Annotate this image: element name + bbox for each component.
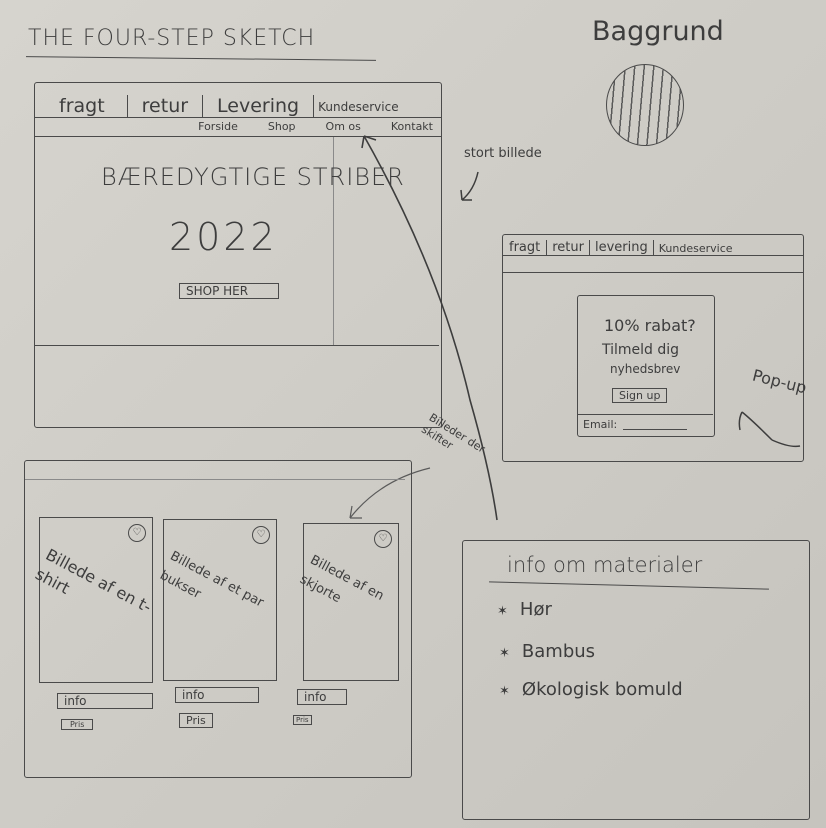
product-card-3[interactable]: ♡ Billede af en skjorte [297, 523, 399, 681]
star-icon: ✶ [497, 604, 508, 619]
product-1-price-button[interactable]: Pris [61, 719, 94, 730]
tab-levering[interactable]: levering [590, 240, 654, 255]
frontpage-wireframe: fragt retur Levering Kundeservice Forsid… [34, 82, 442, 428]
hero-title: BÆREDYGTIGE STRIBER [101, 163, 405, 191]
popup-wireframe: fragt retur levering Kundeservice 10% ra… [502, 234, 804, 462]
popup-body-line1: Tilmeld dig [602, 342, 680, 358]
popup-screen-subnav [503, 256, 803, 273]
product-3-price-button[interactable]: Pris [293, 715, 312, 725]
nav-kontakt[interactable]: Kontakt [390, 120, 433, 133]
product-2-info-button[interactable]: info [175, 687, 259, 703]
star-icon: ✶ [499, 646, 510, 661]
product-image-placeholder: Billede af et par bukser [157, 548, 267, 611]
product-3-info-button[interactable]: info [297, 689, 347, 705]
tab-kundeservice[interactable]: Kundeservice [318, 100, 399, 114]
hero-image-divider [333, 137, 334, 345]
striped-swatch-icon [606, 64, 684, 146]
product-image-placeholder: Billede af en skjorte [297, 552, 387, 607]
material-item: ✶ Hør [497, 599, 552, 620]
shop-here-button[interactable]: SHOP HER [179, 283, 279, 299]
materials-heading: info om materialer [507, 553, 703, 577]
annotation-large-image: stort billede [464, 146, 542, 161]
nav-forside[interactable]: Forside [198, 120, 238, 133]
materials-wireframe: info om materialer ✶ Hør ✶ Bambus ✶ Økologi… [462, 540, 810, 820]
tab-fragt[interactable]: fragt [35, 95, 128, 117]
material-item-label: Bambus [521, 641, 596, 662]
popup-screen-top-tabs: fragt retur levering Kundeservice [503, 235, 803, 256]
products-header-line [25, 479, 405, 480]
star-icon: ✶ [499, 684, 510, 699]
sheet-title: THE FOUR-STEP SKETCH [28, 26, 316, 51]
background-label: Baggrund [592, 16, 724, 47]
hero-image-area: BÆREDYGTIGE STRIBER 2022 SHOP HER [35, 137, 439, 346]
sign-up-button[interactable]: Sign up [612, 388, 668, 403]
nav-om-os[interactable]: Om os [325, 120, 361, 133]
newsletter-popup: 10% rabat? Tilmeld dig nyhedsbrev Sign u… [577, 295, 715, 437]
nav-shop[interactable]: Shop [267, 120, 296, 133]
product-card-1[interactable]: ♡ Billede af en t-shirt [32, 517, 155, 683]
popup-email-row: Email: [577, 414, 713, 435]
tab-levering[interactable]: Levering [203, 95, 315, 117]
heart-icon[interactable]: ♡ [252, 526, 270, 544]
products-wireframe: ♡ Billede af en t-shirt info Pris ♡ Bill… [24, 460, 412, 778]
tab-retur[interactable]: retur [128, 95, 204, 117]
material-item: ✶ Bambus [499, 641, 595, 662]
product-card-2[interactable]: ♡ Billede af et par bukser [157, 519, 277, 681]
email-field[interactable] [623, 429, 687, 430]
material-item-label: Økologisk bomuld [521, 679, 683, 700]
material-item-label: Hør [519, 599, 552, 620]
product-1-info-button[interactable]: info [57, 693, 153, 709]
frontpage-nav: Forside Shop Om os Kontakt [35, 118, 441, 137]
tab-retur[interactable]: retur [547, 240, 590, 255]
email-label: Email: [583, 418, 618, 431]
heart-icon[interactable]: ♡ [128, 524, 146, 542]
material-item: ✶ Økologisk bomuld [499, 679, 683, 700]
materials-heading-underline [489, 581, 769, 590]
product-image-placeholder: Billede af en t-shirt [32, 544, 155, 617]
product-2-price-button[interactable]: Pris [179, 713, 213, 728]
popup-headline: 10% rabat? [604, 316, 696, 335]
tab-kundeservice[interactable]: Kundeservice [658, 242, 733, 255]
frontpage-top-tabs: fragt retur Levering Kundeservice [35, 83, 441, 118]
hero-year: 2022 [169, 215, 278, 259]
tab-fragt[interactable]: fragt [503, 240, 548, 255]
annotation-arrow-icon [460, 171, 479, 201]
popup-body-line2: nyhedsbrev [610, 362, 681, 376]
heart-icon[interactable]: ♡ [374, 530, 392, 548]
